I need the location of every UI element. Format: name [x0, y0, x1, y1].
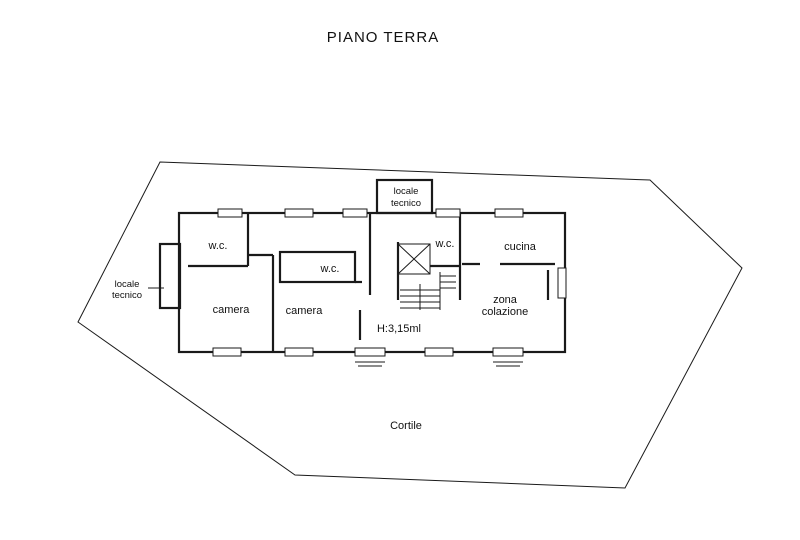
label-wc-center: w.c. [320, 263, 340, 275]
label-wc-left: w.c. [208, 240, 228, 252]
label-locale-top: locale [394, 186, 419, 197]
entrance-doors [354, 347, 524, 367]
plan-title: PIANO TERRA [327, 29, 439, 46]
label-tecnico-top: tecnico [391, 198, 421, 209]
staircase [397, 243, 456, 310]
label-zona: zona [493, 294, 518, 306]
label-camera-left: camera [213, 304, 251, 316]
windows [212, 208, 567, 357]
courtyard-outline [77, 161, 743, 489]
label-cucina: cucina [504, 241, 537, 253]
label-colazione: colazione [482, 306, 528, 318]
label-camera-center: camera [286, 305, 324, 317]
label-height: H:3,15ml [377, 323, 421, 335]
label-wc-right: w.c. [435, 238, 455, 250]
label-cortile: Cortile [390, 420, 422, 432]
technical-room-left [158, 242, 182, 310]
building-outer-wall [177, 211, 567, 354]
interior-walls [188, 213, 555, 352]
label-tecnico-left: tecnico [112, 290, 142, 301]
label-locale-left: locale [115, 279, 140, 290]
